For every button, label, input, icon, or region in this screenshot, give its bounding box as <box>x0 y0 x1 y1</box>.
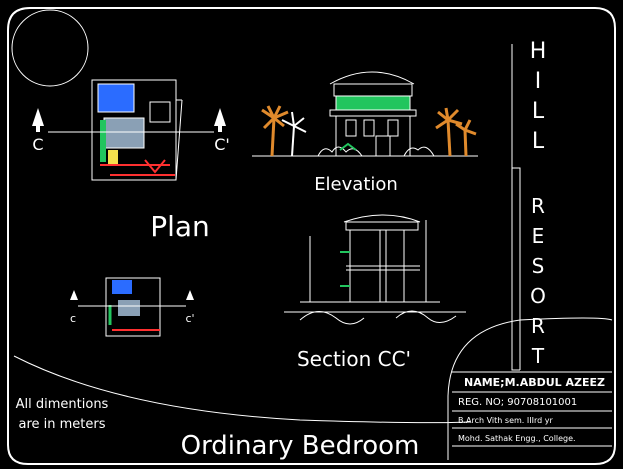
section-label: Section CC' <box>297 347 411 371</box>
project-letter-l1: L <box>532 99 545 124</box>
sheet-border <box>7 7 616 465</box>
section-marker-c-right-small: c' <box>185 312 194 325</box>
elevation-drawing <box>252 71 478 157</box>
drawing-title: Ordinary Bedroom <box>181 431 420 461</box>
project-letter-r: R <box>531 194 545 218</box>
project-letter-l2: L <box>532 129 545 154</box>
title-band-curve <box>13 355 471 424</box>
section-marker-c-left: C <box>32 135 43 154</box>
project-letter-i: I <box>535 69 542 94</box>
plan-large <box>32 79 226 181</box>
section-marker-c-right: C' <box>214 135 230 154</box>
section-marker-c-left-small: c <box>70 312 76 325</box>
title-block-reg: REG. NO; 90708101001 <box>458 397 577 408</box>
title-block <box>452 371 612 447</box>
dimension-note-line1: All dimentions <box>16 397 109 412</box>
plan-small <box>70 277 194 337</box>
sheet-corner-circle <box>11 9 89 87</box>
project-letter-h: H <box>530 39 547 64</box>
plan-label: Plan <box>150 210 210 243</box>
project-title: H I L L R E S O R T <box>530 39 547 368</box>
title-block-arc <box>447 317 613 460</box>
project-letter-e: E <box>532 224 545 248</box>
palm-tree-left <box>261 105 289 157</box>
project-letter-t: T <box>531 344 545 368</box>
title-block-college: Mohd. Sathak Engg., College. <box>458 434 576 443</box>
title-block-name: NAME;M.ABDUL AZEEZ <box>464 376 605 389</box>
palm-tree-right <box>435 107 477 157</box>
section-drawing <box>284 214 466 325</box>
palm-tree-left-2 <box>281 111 307 157</box>
project-letter-r2: R <box>531 314 545 338</box>
dimension-note-line2: are in meters <box>18 417 105 432</box>
project-bar <box>511 44 521 371</box>
title-block-course: B.Arch Vith sem. IIIrd yr <box>458 416 553 425</box>
project-letter-s: S <box>532 254 545 278</box>
elevation-label: Elevation <box>314 174 398 195</box>
project-letter-o: O <box>530 284 546 308</box>
